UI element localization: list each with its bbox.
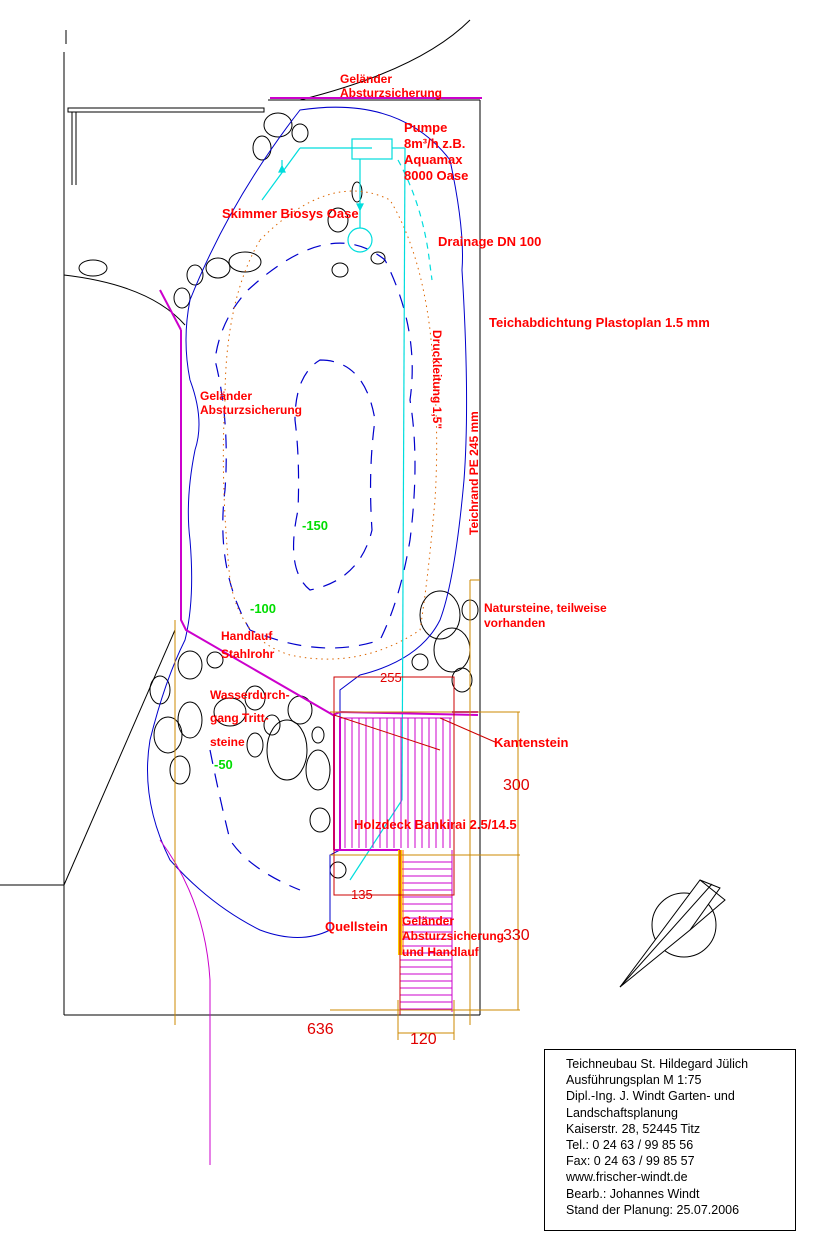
title-block-line: Ausführungsplan M 1:75 [566,1073,702,1088]
title-block-line: Fax: 0 24 63 / 99 85 57 [566,1154,695,1169]
pond-outline [147,106,468,938]
dim-label-deck-width: 255 [380,670,402,685]
label-pump-4: 8000 Oase [404,168,468,183]
title-block-line: www.frischer-windt.de [566,1170,688,1185]
label-stepping-stones-3: steine [210,735,245,749]
title-block-line: Bearb.: Johannes Windt [566,1186,700,1201]
site-boundary [0,19,481,1016]
depth-contours [209,242,416,891]
label-handrail-2: Stahlrohr [221,647,275,661]
label-railing-bottom-2: Absturzsicherung [402,929,504,943]
stairs [400,850,453,1012]
piping [261,138,433,881]
depth-label-mid: -100 [250,601,276,616]
dim-label-stair-depth: 330 [503,927,530,944]
label-leaders [439,717,496,743]
label-drainage: Drainage DN 100 [438,234,541,249]
dim-label-small-width: 135 [351,887,373,902]
label-railing-bottom-3: und Handlauf [402,945,480,959]
title-block-line: Stand der Planung: 25.07.2006 [566,1202,740,1217]
depth-label-deep: -150 [302,518,328,533]
label-pump-1: Pumpe [404,120,447,135]
dimension-lines [174,579,520,1040]
title-block-line: Teichneubau St. Hildegard Jülich [566,1057,749,1071]
label-skimmer: Skimmer Biosys Oase [222,206,359,221]
construction-outline [333,676,455,1015]
label-deck: Holzdeck Bankirai 2.5/14.5 [354,817,517,832]
label-pump-2: 8m³/h z.B. [404,136,465,151]
depth-labels: -150 -100 -50 [214,518,328,772]
wooden-deck [340,717,452,848]
label-pond-edge: Teichrand PE 245 mm [467,411,481,535]
title-block-line: Dipl.-Ing. J. Windt Garten- und [566,1089,735,1104]
label-pressure-line: Druckleitung 1,5" [430,330,444,429]
dotted-contour [222,190,438,660]
label-railing-left-1: Geländer [200,389,252,403]
label-pump-3: Aquamax [404,152,463,167]
plan-labels: Geländer Absturzsicherung Pumpe 8m³/h z.… [200,72,710,959]
title-block-line: Kaiserstr. 28, 52445 Titz [566,1121,701,1136]
dim-label-stair-width: 120 [410,1031,437,1048]
stones [78,112,479,879]
title-block-line: Tel.: 0 24 63 / 99 85 56 [566,1138,694,1153]
label-stepping-stones-1: Wasserdurch- [210,688,290,702]
label-railing-bottom-1: Geländer [402,914,454,928]
label-handrail-1: Handlauf [221,629,273,643]
label-railing-top-2: Absturzsicherung [340,86,442,100]
dim-label-total-width: 636 [307,1021,334,1038]
label-railing-left-2: Absturzsicherung [200,403,302,417]
north-arrow-icon [619,879,726,988]
label-natural-stones-1: Natursteine, teilweise [484,601,607,615]
dim-label-deck-depth: 300 [503,777,530,794]
title-block-line: Landschaftsplanung [566,1105,678,1120]
title-block: Teichneubau St. Hildegard Jülich Ausführ… [544,1049,796,1231]
dimension-labels: 255 300 330 636 120 135 [307,670,530,1048]
label-liner: Teichabdichtung Plastoplan 1.5 mm [489,315,710,330]
label-stepping-stones-2: gang Tritt- [210,711,269,725]
label-railing-top-1: Geländer [340,72,392,86]
label-curb: Kantenstein [494,735,568,750]
label-spring-stone: Quellstein [325,919,388,934]
label-natural-stones-2: vorhanden [484,616,545,630]
depth-label-shallow: -50 [214,757,233,772]
